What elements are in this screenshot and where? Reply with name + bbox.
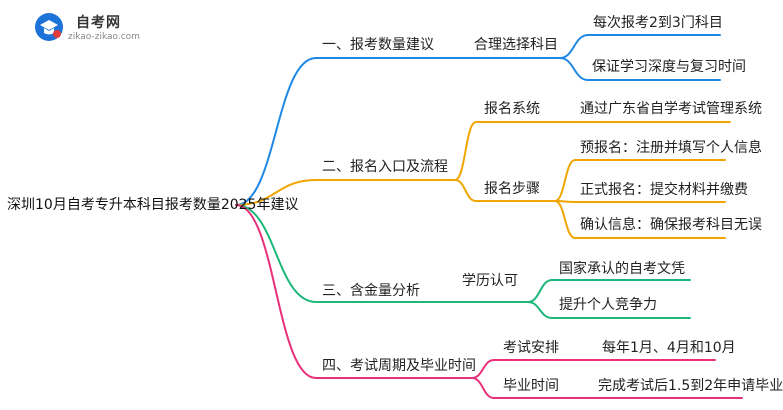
- branch-2-leaf-1: 通过广东省自学考试管理系统: [580, 101, 762, 117]
- branch-3-sub-1: 学历认可: [462, 273, 518, 289]
- link-branch-2-sub-1: [454, 121, 477, 181]
- graduation-cap-icon: [35, 13, 63, 41]
- link-branch-2-leaf-4: [554, 200, 576, 239]
- branch-1-leaf-1: 每次报考2到3门科目: [593, 15, 723, 31]
- link-root-branch-4: [235, 204, 317, 379]
- link-branch-3-leaf-1: [527, 279, 553, 303]
- branch-2-leaf-4: 确认信息：确保报考科目无误: [580, 217, 762, 233]
- branch-3-label: 三、含金量分析: [322, 283, 420, 299]
- logo-title: 自考网: [76, 15, 121, 31]
- branch-1-label: 一、报考数量建议: [322, 37, 434, 53]
- link-root-branch-1: [235, 57, 317, 206]
- branch-4-sub-1: 考试安排: [503, 340, 559, 356]
- link-branch-3-leaf-2: [527, 301, 553, 319]
- branch-1-sub-1: 合理选择科目: [474, 37, 558, 53]
- branch-2-label: 二、报名入口及流程: [322, 159, 448, 175]
- branch-2-sub-1: 报名系统: [484, 101, 540, 117]
- branch-2-leaf-3: 正式报名：提交材料并缴费: [580, 182, 748, 198]
- mindmap-links: [235, 34, 743, 399]
- branch-3-leaf-2: 提升个人竞争力: [559, 297, 657, 313]
- site-logo: 自考网 zikao-zikao.com: [34, 10, 154, 46]
- branch-4-leaf-2: 完成考试后1.5到2年申请毕业: [598, 378, 783, 394]
- link-root-branch-2: [235, 179, 317, 206]
- branch-2-sub-2: 报名步骤: [484, 181, 540, 197]
- link-branch-2-leaf-2: [554, 159, 576, 202]
- branch-4-label: 四、考试周期及毕业时间: [322, 358, 476, 374]
- root-node: 深圳10月自考专升本科目报考数量2025年建议: [7, 197, 299, 213]
- link-root-branch-3: [235, 204, 317, 303]
- mindmap-canvas: 自考网 zikao-zikao.com 深圳10月自考专升本科目报考数量2025…: [7, 10, 783, 399]
- branch-4-sub-2: 毕业时间: [503, 378, 559, 394]
- link-branch-1-leaf-2: [559, 57, 589, 81]
- link-branch-2-sub-2: [454, 179, 477, 202]
- logo-subtitle: zikao-zikao.com: [68, 32, 140, 42]
- branch-3-leaf-1: 国家承认的自考文凭: [559, 261, 685, 277]
- branch-4-leaf-1: 每年1月、4月和10月: [602, 340, 736, 356]
- branch-2-leaf-2: 预报名：注册并填写个人信息: [580, 140, 762, 156]
- link-branch-1-leaf-1: [559, 34, 589, 59]
- branch-1-leaf-2: 保证学习深度与复习时间: [592, 59, 746, 75]
- link-branch-4-sub-2: [471, 377, 495, 399]
